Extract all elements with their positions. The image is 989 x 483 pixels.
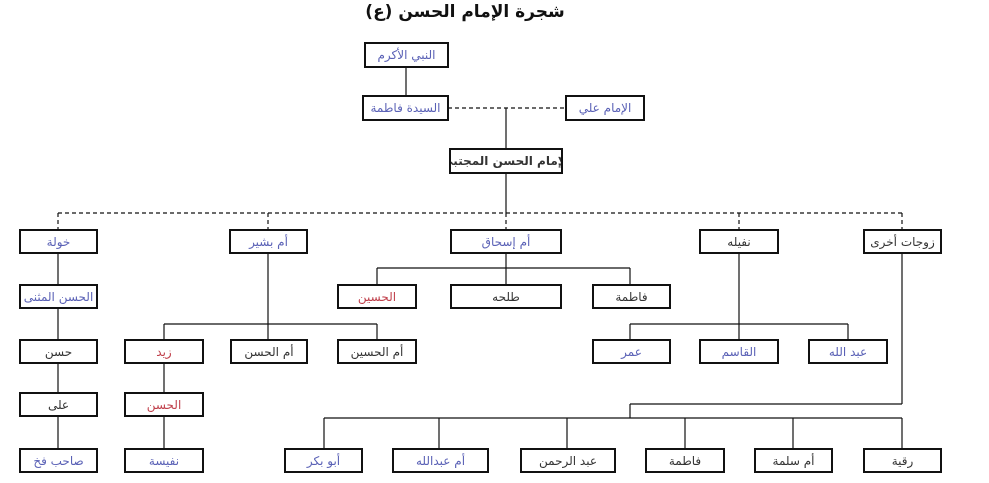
node-talha: طلحه xyxy=(450,284,562,309)
node-ruqayya: رقية xyxy=(863,448,942,473)
node-umm-salama: أم سلمة xyxy=(754,448,833,473)
node-umm-husayn: أم الحسين xyxy=(337,339,417,364)
node-imam-hasan: الإمام الحسن المجتبى xyxy=(449,148,563,174)
node-umm-hasan: أم الحسن xyxy=(230,339,308,364)
node-fatima-other: فاطمة xyxy=(645,448,725,473)
node-fatima-zahra: السيدة فاطمة xyxy=(362,95,449,121)
node-qasim: القاسم xyxy=(699,339,779,364)
node-husayn: الحسين xyxy=(337,284,417,309)
node-ali: على xyxy=(19,392,98,417)
node-fatima-ishaq: فاطمة xyxy=(592,284,671,309)
node-nafisa: نفيسة xyxy=(124,448,204,473)
node-umar: عمر xyxy=(592,339,671,364)
node-nufayla: نفيله xyxy=(699,229,779,254)
node-prophet: النبي الأكرم xyxy=(364,42,449,68)
node-hasan-son: حسن xyxy=(19,339,98,364)
node-abd-rahman: عبد الرحمن xyxy=(520,448,616,473)
diagram-title: شجرة الإمام الحسن (ع) xyxy=(365,2,565,22)
node-zayd: زيد xyxy=(124,339,204,364)
node-umm-bashir: أم بشير xyxy=(229,229,308,254)
node-other-wives: زوجات أخرى xyxy=(863,229,942,254)
node-abdullah: عبد الله xyxy=(808,339,888,364)
node-imam-ali: الإمام علي xyxy=(565,95,645,121)
node-sahib-fakh: صاحب فخ xyxy=(19,448,98,473)
node-umm-ishaq: أم إسحاق xyxy=(450,229,562,254)
node-hasan-muthanna: الحسن المثنى xyxy=(19,284,98,309)
node-hasan-zayd: الحسن xyxy=(124,392,204,417)
node-khawla: خولة xyxy=(19,229,98,254)
node-umm-abdullah: أم عبدالله xyxy=(392,448,489,473)
node-abu-bakr: أبو بكر xyxy=(284,448,363,473)
